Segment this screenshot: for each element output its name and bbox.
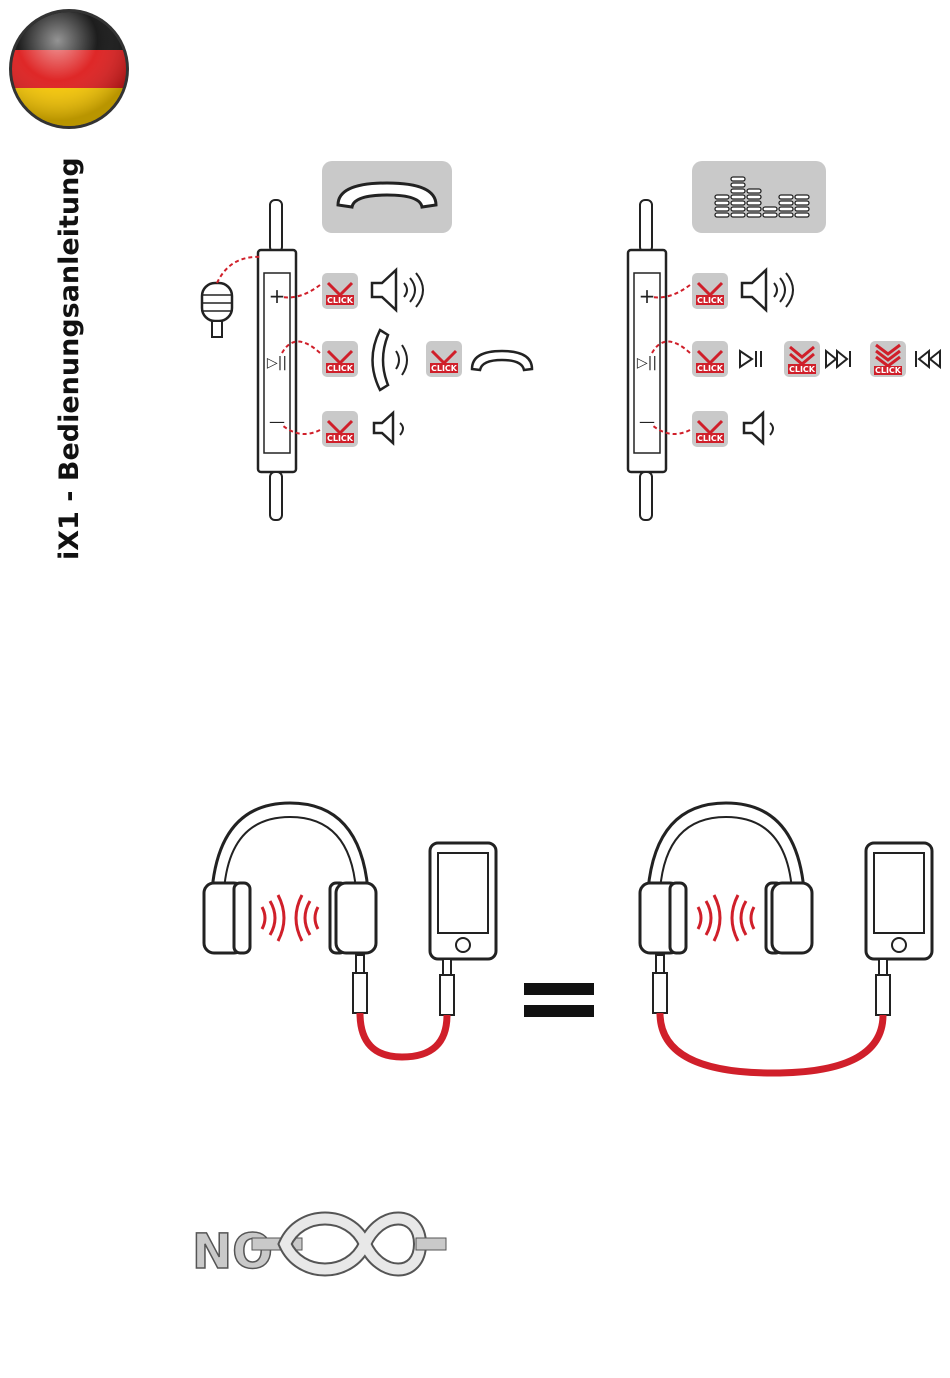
no-knot-sign: NO: [190, 1200, 460, 1290]
cable-length-diagram: =: [190, 795, 950, 1085]
germany-flag-icon: [8, 8, 130, 130]
microphone-icon: [202, 257, 262, 337]
svg-text:CLICK: CLICK: [875, 366, 902, 375]
click-badge: CLICK: [322, 341, 358, 377]
svg-text:CLICK: CLICK: [697, 296, 724, 305]
click-badge: CLICK: [692, 341, 728, 377]
knot-icon: [252, 1219, 446, 1270]
click-badge: CLICK: [322, 411, 358, 447]
phone-header-badge: [322, 161, 452, 233]
volume-down-icon: [374, 413, 403, 443]
answer-call-icon: [373, 330, 408, 390]
long-cable: [660, 1013, 883, 1073]
svg-text:CLICK: CLICK: [327, 434, 354, 443]
equalizer-header-badge: [692, 161, 826, 233]
svg-text:CLICK: CLICK: [327, 364, 354, 373]
sound-waves-icon: [698, 895, 754, 941]
play-pause-icon: [740, 351, 761, 367]
page-title: iX1 - Bedienungsanleitung: [52, 160, 88, 560]
short-cable: [360, 1013, 447, 1057]
click-badge: CLICK: [322, 273, 358, 309]
svg-text:CLICK: CLICK: [327, 296, 354, 305]
sound-waves-icon: [262, 895, 318, 941]
minus-button: —: [269, 412, 285, 431]
play-pause-button: ▷||: [267, 355, 287, 371]
svg-text:CLICK: CLICK: [697, 364, 724, 373]
svg-text:CLICK: CLICK: [697, 434, 724, 443]
hang-up-icon: [472, 351, 532, 370]
plus-button: +: [639, 284, 656, 308]
next-track-icon: [826, 351, 850, 367]
remote-control: + ▷|| —: [628, 200, 666, 520]
double-click-badge: CLICK: [784, 341, 820, 377]
plus-button: +: [269, 284, 286, 308]
music-controls-diagram: + ▷|| — CLICK CLICK: [560, 155, 950, 525]
minus-button: —: [639, 412, 655, 431]
no-label: NO: [192, 1224, 273, 1280]
svg-text:CLICK: CLICK: [789, 365, 816, 374]
click-badge: CLICK: [692, 411, 728, 447]
headphones-short-cable: [204, 803, 496, 1057]
play-pause-button: ▷||: [637, 355, 657, 371]
triple-click-badge: CLICK: [870, 341, 906, 377]
svg-text:CLICK: CLICK: [431, 364, 458, 373]
headphones-long-cable: [640, 803, 932, 1073]
volume-up-icon: [372, 270, 423, 310]
volume-down-icon: [744, 413, 773, 443]
click-badge: CLICK: [426, 341, 462, 377]
equals-sign: =: [524, 983, 594, 1085]
remote-control: + ▷|| —: [258, 200, 296, 520]
volume-up-icon: [742, 270, 793, 310]
previous-track-icon: [916, 351, 940, 367]
call-controls-diagram: + ▷|| — CLICK CLICK: [190, 155, 550, 525]
click-badge: CLICK: [692, 273, 728, 309]
